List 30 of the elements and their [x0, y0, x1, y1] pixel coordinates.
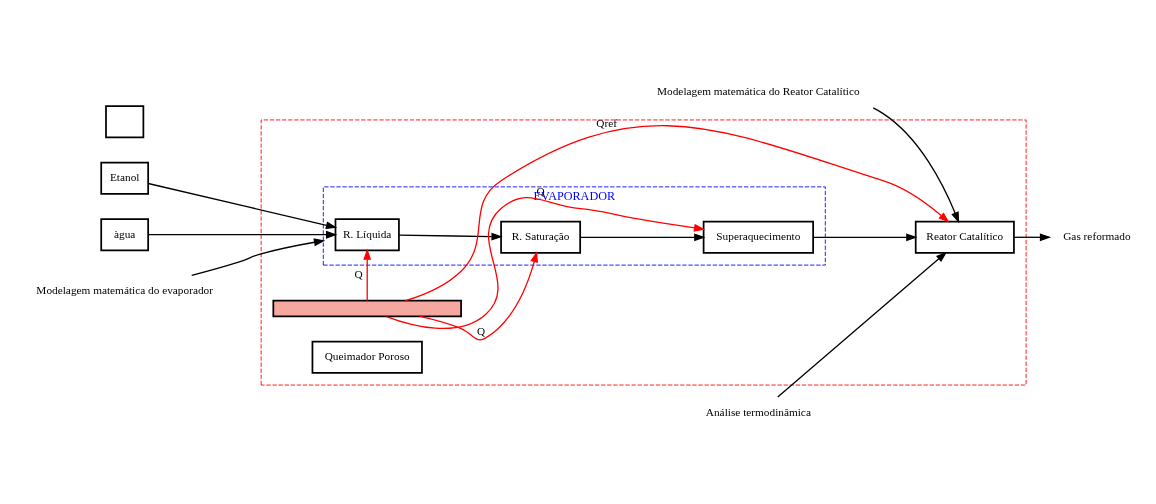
arrow	[777, 251, 948, 398]
node-text: Modelagem matemática do evaporador	[36, 283, 213, 296]
node-box: Etanol	[100, 161, 150, 195]
arrow	[147, 230, 338, 239]
arrow	[147, 182, 338, 229]
node-box	[105, 104, 145, 138]
node-box: àgua	[100, 217, 150, 251]
arrow	[398, 232, 503, 240]
arrow	[812, 232, 918, 241]
node-text: Gas reformado	[1063, 229, 1131, 242]
node-box: R. Saturação	[500, 220, 582, 254]
cluster	[260, 119, 1027, 385]
arrow	[419, 250, 538, 340]
arrow	[363, 248, 372, 301]
node-box: Superaquecimento	[702, 220, 814, 254]
node-text: Modelagem matemática do Reator Catalítico	[657, 84, 860, 97]
edge-label: Q	[354, 267, 363, 280]
node-box: Queimador Poroso	[311, 340, 423, 374]
arrow	[1013, 232, 1052, 241]
arrow	[191, 237, 326, 276]
arrow	[404, 124, 950, 301]
arrow	[385, 196, 706, 329]
node-box: Reator Catalítico	[914, 220, 1015, 254]
node-bar	[272, 299, 462, 317]
node-box: R. Líquida	[334, 217, 400, 251]
arrow	[872, 106, 960, 223]
arrow	[579, 232, 706, 241]
node-text: Análise termodinâmica	[705, 405, 811, 418]
edge-label: Q	[476, 324, 486, 337]
edge-label: Qref	[596, 116, 618, 129]
